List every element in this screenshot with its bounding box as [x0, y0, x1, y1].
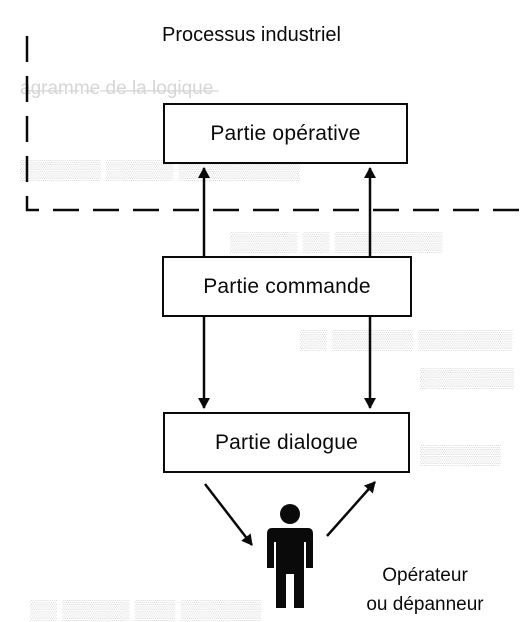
block-label-operative: Partie opérative: [210, 121, 361, 145]
block-partie-dialogue: Partie dialogue: [163, 412, 410, 473]
arrow-operator-to-dialogue: [326, 481, 376, 537]
process-title: Processus industriel: [162, 24, 341, 46]
block-label-dialogue: Partie dialogue: [214, 430, 359, 454]
operator-label: Opérateur ou dépanneur: [340, 561, 510, 619]
process-boundary-dashed-line: [25, 36, 527, 212]
arrow-dialogue-to-operator: [204, 483, 253, 546]
block-partie-operative: Partie opérative: [163, 103, 408, 164]
operator-label-line1: Opérateur: [382, 565, 468, 586]
block-label-commande: Partie commande: [203, 274, 371, 298]
block-partie-commande: Partie commande: [162, 256, 412, 317]
person-icon: [267, 504, 313, 608]
operator-label-line2: ou dépanneur: [366, 594, 484, 615]
